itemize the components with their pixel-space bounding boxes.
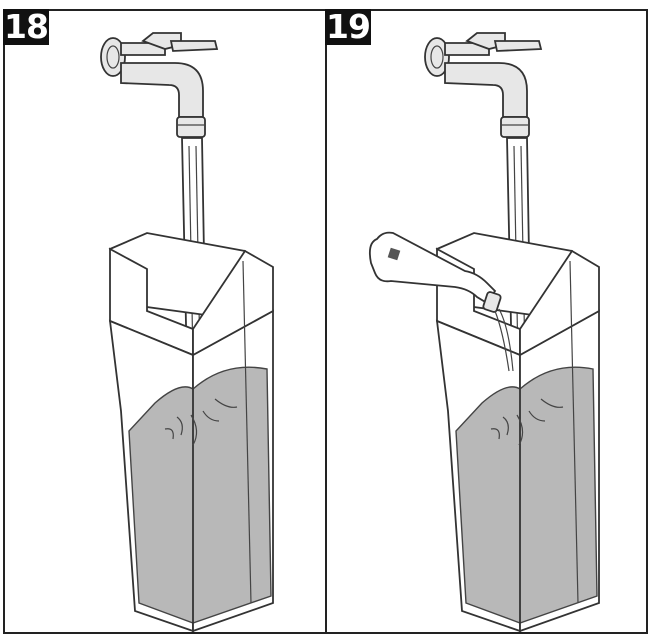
bottle-icon [368,231,514,372]
faucet-icon [100,32,219,138]
fill-tank-illustration [100,32,274,632]
water-tank-icon [435,232,600,632]
step-number-badge: 19 [325,7,371,46]
step-number-badge: 18 [3,7,49,46]
fill-tank-with-bottle-illustration [368,32,600,632]
step-panel-18: 18 [3,9,327,634]
water-tank-icon [108,232,274,632]
step-panel-19: 19 [325,9,648,634]
faucet-icon [424,32,543,138]
